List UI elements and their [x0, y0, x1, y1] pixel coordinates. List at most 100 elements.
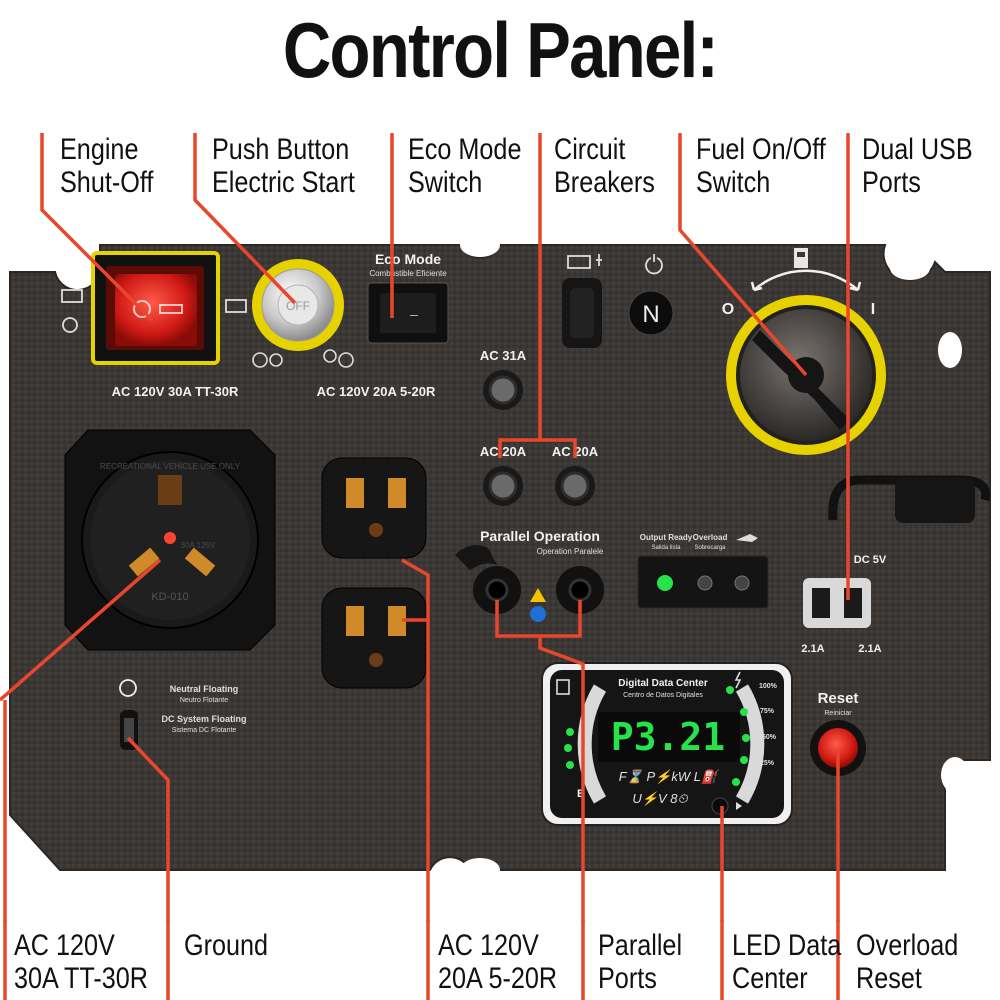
- engine-icon: [62, 317, 78, 333]
- callout-line: Eco Mode: [408, 133, 522, 166]
- eco-mode-label: Eco Mode: [375, 251, 441, 267]
- mount-notch: [890, 256, 930, 280]
- eco-mode-switch[interactable]: –: [367, 282, 449, 344]
- callout-line: AC 120V: [14, 929, 115, 962]
- callout-line: Electric Start: [212, 166, 355, 199]
- callout-line: Reset: [856, 962, 922, 995]
- start-button-text: OFF: [286, 299, 310, 313]
- output-ready-label: Output Ready: [640, 533, 693, 542]
- callout-line: Switch: [696, 166, 771, 199]
- breaker-20a-left-label: AC 20A: [480, 444, 527, 459]
- ddc-mode-button[interactable]: [711, 797, 729, 815]
- pct-0: 0%: [745, 786, 756, 793]
- callout-ac-30a: AC 120V 30A TT-30R: [14, 929, 148, 995]
- callout-parallel-ports: Parallel Ports: [598, 929, 682, 995]
- fuel-empty-mark: E: [577, 788, 584, 800]
- callout-line: Ports: [862, 166, 921, 199]
- ddc-subtitle: Centro de Datos Digitales: [623, 692, 703, 699]
- fuel-on-mark: I: [871, 301, 875, 318]
- breaker-31a[interactable]: [483, 370, 523, 410]
- power-icon: [645, 254, 663, 275]
- breaker-20a-right[interactable]: [555, 466, 595, 506]
- battery-icon: [61, 289, 247, 313]
- callout-line: AC 120V: [438, 929, 539, 962]
- fuel-pump-icon: [794, 248, 808, 268]
- mount-notch: [941, 757, 969, 793]
- callout-line: Parallel: [598, 929, 683, 962]
- dc-outlet-cap[interactable]: [562, 278, 602, 348]
- callout-engine-shutoff: Engine Shut-Off: [60, 133, 153, 199]
- eco-switch-mark: –: [410, 306, 418, 322]
- callout-circuit-breakers: Circuit Breakers: [554, 133, 655, 199]
- overload-sublabel: Sobrecarga: [694, 545, 726, 551]
- ddc-power-icon: [734, 671, 742, 689]
- callout-line: 20A 5-20R: [438, 962, 558, 995]
- dc-system-floating-label: DC System Floating: [161, 714, 246, 724]
- usb-left-rating: 2.1A: [801, 643, 824, 655]
- engine-shutoff-switch[interactable]: [91, 251, 220, 365]
- overload-label: Overload: [693, 533, 728, 542]
- usb-ports[interactable]: [803, 578, 871, 628]
- parallel-port-right[interactable]: [556, 566, 604, 614]
- dc-5v-label: DC 5V: [854, 554, 887, 566]
- callout-line: Ports: [598, 962, 657, 995]
- ddc-fuel-icon: [556, 679, 570, 695]
- callout-eco-mode-switch: Eco Mode Switch: [408, 133, 521, 199]
- label-20a-outlet: AC 120V 20A 5-20R: [317, 384, 436, 399]
- ddc-arrow-icon: [736, 802, 742, 810]
- oil-icon: [736, 534, 758, 542]
- mount-notch: [460, 858, 500, 882]
- pct-75: 75%: [760, 708, 775, 715]
- outlet-20a-lower[interactable]: [321, 587, 427, 689]
- ground-icon: [119, 679, 137, 697]
- pct-25: 25%: [760, 760, 775, 767]
- ground-terminal[interactable]: [120, 710, 138, 750]
- breaker-20a-left[interactable]: [483, 466, 523, 506]
- label-30a-outlet: AC 120V 30A TT-30R: [112, 384, 239, 399]
- eco-mode-sublabel: Combustible Eficiente: [369, 269, 447, 278]
- callout-line: Shut-Off: [60, 166, 154, 199]
- callout-line: Center: [732, 962, 808, 995]
- ddc-icon-row-1: F⌛ P⚡kW L⛽: [619, 769, 720, 785]
- usb-right-rating: 2.1A: [858, 643, 881, 655]
- start-hand-icon: [252, 349, 354, 368]
- callout-line: Engine: [60, 133, 139, 166]
- callout-line: Dual USB: [862, 133, 973, 166]
- digital-data-center: [541, 662, 793, 826]
- callout-line: 30A TT-30R: [14, 962, 149, 995]
- callout-ground: Ground: [184, 929, 268, 962]
- lcd-readout: P3.21: [611, 715, 725, 759]
- parallel-operation-sublabel: Operation Paralele: [537, 547, 604, 556]
- callout-overload-reset: Overload Reset: [856, 929, 958, 995]
- overload-reset-button[interactable]: [810, 720, 866, 776]
- neutral-floating-label: Neutral Floating: [170, 684, 239, 694]
- dc-charge-icon: [567, 254, 602, 269]
- page-title: Control Panel:: [282, 5, 719, 94]
- n-button-text: N: [642, 301, 659, 328]
- callout-dual-usb: Dual USB Ports: [862, 133, 973, 199]
- fuel-off-mark: O: [722, 301, 734, 318]
- n-button[interactable]: N: [628, 290, 674, 336]
- callout-fuel-switch: Fuel On/Off Switch: [696, 133, 826, 199]
- parallel-port-cap: [455, 545, 497, 570]
- output-ready-sublabel: Salida lista: [651, 545, 681, 551]
- reset-label: Reset: [818, 690, 859, 707]
- reset-sublabel: Reiniciar: [824, 710, 852, 717]
- parallel-port-left[interactable]: [473, 566, 521, 614]
- ddc-icon-row-2: U⚡V 8⏲: [632, 791, 688, 807]
- pct-50: 50%: [762, 734, 777, 741]
- callout-line: Circuit: [554, 133, 626, 166]
- callout-line: Breakers: [554, 166, 655, 199]
- warning-icon: [530, 588, 546, 602]
- outlet-20a-upper[interactable]: [321, 457, 427, 559]
- mount-notch: [938, 332, 962, 368]
- ddc-title: Digital Data Center: [618, 678, 708, 689]
- callout-led-data-center: LED Data Center: [732, 929, 841, 995]
- usb-cover[interactable]: [895, 478, 975, 523]
- oil-led: [734, 575, 750, 591]
- receptacle-30a-model: KD-010: [151, 591, 188, 603]
- callout-push-button-start: Push Button Electric Start: [212, 133, 355, 199]
- breaker-31a-label: AC 31A: [480, 348, 527, 363]
- dc-system-floating-sublabel: Sistema DC Flotante: [172, 727, 237, 734]
- callout-ac-20a: AC 120V 20A 5-20R: [438, 929, 557, 995]
